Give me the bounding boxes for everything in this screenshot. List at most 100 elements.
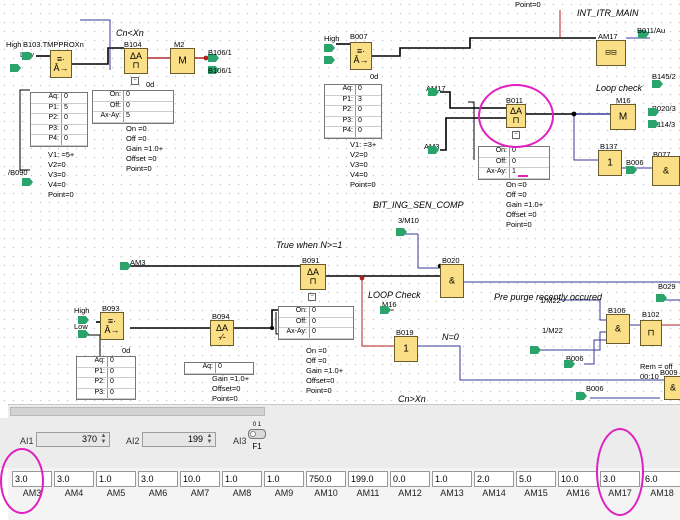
ai2-input[interactable]: 199 ▲▼	[142, 432, 216, 447]
ai3-label: AI3	[233, 436, 247, 446]
block-b077[interactable]: &	[652, 156, 680, 186]
block-b137-label: B137	[600, 142, 618, 151]
heading-int-itr-main: INT_ITR_MAIN	[577, 8, 639, 18]
memory-label-am13: AM13	[440, 488, 464, 498]
label-m10: 3/M10	[398, 216, 419, 225]
param-table-b007: Aq:0 P1:3 P2:0 P3:0 P4:0	[324, 84, 382, 139]
memory-value-am5[interactable]: 1.0	[96, 471, 136, 487]
toggle-switch-icon[interactable]	[248, 429, 266, 439]
input-connector-am3[interactable]	[428, 146, 439, 154]
input-connector-low-2[interactable]	[324, 56, 335, 64]
memory-value-am11[interactable]: 199.0	[348, 471, 388, 487]
memory-value-am8[interactable]: 1.0	[222, 471, 262, 487]
scrollbar-thumb[interactable]	[10, 407, 265, 416]
block-b106[interactable]: &	[606, 314, 630, 344]
block-b103[interactable]: ≡·Ā→	[50, 50, 72, 78]
output-b106-1[interactable]	[208, 54, 219, 62]
memory-label-am6: AM6	[148, 488, 168, 498]
memory-value-am4[interactable]: 3.0	[54, 471, 94, 487]
memory-value-am7[interactable]: 10.0	[180, 471, 220, 487]
input-connector-m10[interactable]	[396, 228, 407, 236]
block-b093[interactable]: ≡·Ā→	[100, 312, 124, 340]
b007-delay: 0d	[370, 72, 379, 81]
block-b102[interactable]: ⊓	[640, 320, 662, 346]
label-m1-1: 1/M22	[540, 296, 561, 305]
memory-value-am16[interactable]: 10.0	[558, 471, 598, 487]
function-toggle[interactable]: 0 1 F1	[248, 422, 266, 460]
memory-value-am9[interactable]: 1.0	[264, 471, 304, 487]
collapse-b104[interactable]: −	[131, 77, 139, 85]
block-b106-label: B106	[608, 306, 626, 315]
output-b011-au[interactable]	[638, 30, 649, 38]
memory-label-am15: AM15	[524, 488, 548, 498]
ai1-input[interactable]: 370 ▲▼	[36, 432, 110, 447]
block-b020[interactable]: &	[440, 264, 464, 298]
highlight-circle-b011	[478, 84, 554, 148]
memory-value-am18[interactable]: 6.0	[642, 471, 680, 487]
block-b104[interactable]: ΔA⊓	[124, 48, 148, 74]
label-low-3: Low	[74, 322, 88, 331]
input-connector-high-2[interactable]	[324, 44, 335, 52]
block-b020-label: B020	[442, 256, 460, 265]
horizontal-scrollbar[interactable]	[8, 404, 680, 418]
memory-label-am5: AM5	[106, 488, 126, 498]
ai1-spinner-icon[interactable]: ▲▼	[100, 433, 107, 445]
block-b094[interactable]: ΔA-∕-	[210, 320, 234, 346]
block-b019[interactable]: 1	[394, 336, 418, 362]
block-b094-label: B094	[212, 312, 230, 321]
memory-value-am14[interactable]: 2.0	[474, 471, 514, 487]
block-am17[interactable]: ⊟⊟	[596, 40, 626, 66]
label-b006: B006	[626, 158, 644, 167]
memory-label-am18: AM18	[650, 488, 674, 498]
input-connector-low[interactable]	[10, 64, 21, 72]
input-connector-am3-mid[interactable]	[120, 262, 131, 270]
memory-value-am13[interactable]: 1.0	[432, 471, 472, 487]
label-b011-au: B011/Au	[637, 26, 666, 35]
block-b102-label: B102	[642, 310, 660, 319]
memory-value-am15[interactable]: 5.0	[516, 471, 556, 487]
label-b006b: B006	[566, 354, 584, 363]
output-b106-2[interactable]	[208, 66, 219, 74]
memory-label-am7: AM7	[190, 488, 210, 498]
label-high-3: High	[74, 306, 90, 315]
output-b114-3[interactable]	[648, 120, 659, 128]
connector-b029[interactable]	[656, 294, 667, 302]
block-b007[interactable]: ≡·Ā→	[350, 42, 372, 70]
output-b020-3[interactable]	[648, 108, 659, 116]
connector-b006b[interactable]	[564, 360, 575, 368]
input-connector-high[interactable]	[22, 52, 33, 60]
memory-value-am12[interactable]: 0.0	[390, 471, 430, 487]
ai2-spinner-icon[interactable]: ▲▼	[206, 433, 213, 445]
input-connector-am17[interactable]	[428, 88, 439, 96]
memory-label-am10: AM10	[314, 488, 338, 498]
input-connector-b090[interactable]	[22, 178, 33, 186]
heading-bit-ing-sen-comp: BIT_ING_SEN_COMP	[373, 200, 464, 210]
label-b145: B145/2	[652, 72, 676, 81]
input-connector-m22[interactable]	[530, 346, 541, 354]
block-b009[interactable]: &	[664, 376, 680, 400]
note-loop-check: Loop check	[596, 83, 643, 93]
input-connector-low-3[interactable]	[78, 330, 89, 338]
collapse-b091[interactable]: −	[308, 293, 316, 301]
output-b145[interactable]	[652, 80, 663, 88]
param-table-b103: Aq:0 P1:5 P2:0 P3:0 P4:0	[30, 92, 88, 147]
diagram-canvas[interactable]: INT_ITR_MAIN BIT_ING_SEN_COMP Point=0 Hi…	[0, 0, 680, 404]
connector-b006[interactable]	[626, 166, 637, 174]
block-b137[interactable]: 1	[598, 150, 622, 176]
analog-input-bar: AI1 370 ▲▼ AI2 199 ▲▼ AI3 0 1 F1	[0, 418, 680, 468]
connector-b006c[interactable]	[576, 392, 587, 400]
memory-label-am14: AM14	[482, 488, 506, 498]
note-n-eq-0: N=0	[442, 332, 459, 342]
block-b091[interactable]: ΔA⊓	[300, 264, 326, 290]
note-pre-purge: Pre purge recently occured	[494, 292, 603, 302]
input-connector-high-3[interactable]	[78, 316, 89, 324]
block-m2[interactable]: M	[170, 48, 195, 74]
memory-value-am6[interactable]: 3.0	[138, 471, 178, 487]
input-connector-m16[interactable]	[380, 306, 391, 314]
label-b114-3: B114/3	[652, 120, 676, 129]
block-m16[interactable]: M	[610, 104, 636, 130]
memory-value-am10[interactable]: 750.0	[306, 471, 346, 487]
